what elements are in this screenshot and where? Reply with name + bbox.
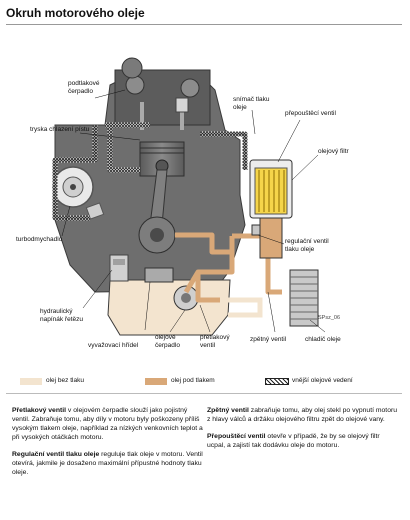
legend-swatch-external-line bbox=[265, 378, 289, 385]
label-chain-tensioner: hydraulický napínák řetězu bbox=[40, 308, 84, 323]
legend-swatch-pressurized bbox=[145, 378, 167, 385]
label-oil-cooler: chladič oleje bbox=[305, 336, 341, 343]
label-oil-filter: olejový filtr bbox=[318, 148, 349, 155]
paragraph-relief-valve: Přetlakový ventil v olejovém čerpadle sl… bbox=[12, 406, 204, 442]
label-oil-pressure-sensor: snímač tlaku oleje bbox=[233, 96, 270, 111]
label-figure-reference: SPsz_06 bbox=[318, 315, 341, 321]
desc-regulating-valve: reguluje tlak oleje v motoru. Ventil ote… bbox=[12, 451, 203, 476]
engine-oil-diagram: podtlakové čerpadlo snímač tlaku oleje p… bbox=[0, 30, 410, 370]
legend: olej bez tlaku olej pod tlakem vnější ol… bbox=[0, 375, 410, 389]
text-column-left: Přetlakový ventil v olejovém čerpadle sl… bbox=[12, 406, 204, 485]
label-pressure-regulating-valve: regulační ventil tlaku oleje bbox=[285, 238, 329, 253]
title-divider bbox=[6, 24, 402, 25]
legend-divider bbox=[6, 393, 402, 394]
desc-relief-valve: v olejovém čerpadle slouží jako pojistný… bbox=[12, 407, 203, 441]
label-piston-cooling-jet: tryska chlazení pístu bbox=[30, 126, 90, 133]
paragraph-bypass-valve: Přepouštěcí ventil otevře v případě, že … bbox=[207, 432, 399, 450]
legend-label-pressurized: olej pod tlakem bbox=[171, 377, 215, 384]
term-check-valve: Zpětný ventil bbox=[207, 407, 249, 414]
label-vacuum-pump: podtlakové čerpadlo bbox=[68, 80, 100, 95]
paragraph-regulating-valve: Regulační ventil tlaku oleje reguluje tl… bbox=[12, 450, 204, 477]
text-column-right: Zpětný ventil zabraňuje tomu, aby olej s… bbox=[207, 406, 399, 458]
desc-check-valve: zabraňuje tomu, aby olej stekl po vypnut… bbox=[207, 407, 398, 423]
label-check-valve: zpětný ventil bbox=[250, 336, 287, 343]
term-regulating-valve: Regulační ventil tlaku oleje bbox=[12, 451, 100, 458]
page-title: Okruh motorového oleje bbox=[6, 6, 145, 20]
engine-cutaway-illustration bbox=[52, 57, 326, 336]
term-relief-valve: Přetlakový ventil bbox=[12, 407, 67, 414]
label-bypass-valve: přepouštěcí ventil bbox=[285, 110, 336, 117]
label-pressure-relief-valve: přetlakový ventil bbox=[200, 334, 230, 349]
legend-label-external-line: vnější olejové vedení bbox=[292, 377, 353, 384]
legend-label-unpressurized: olej bez tlaku bbox=[46, 377, 84, 384]
desc-bypass-valve: otevře v případě, že by se olejový filtr… bbox=[207, 433, 380, 449]
label-oil-pump: olejové čerpadlo bbox=[155, 334, 180, 349]
legend-swatch-unpressurized bbox=[20, 378, 42, 385]
label-balance-shaft: vyvažovací hřídel bbox=[88, 342, 139, 349]
paragraph-check-valve: Zpětný ventil zabraňuje tomu, aby olej s… bbox=[207, 406, 399, 424]
term-bypass-valve: Přepouštěcí ventil bbox=[207, 433, 266, 440]
label-turbocharger: turbodmychadlo bbox=[16, 236, 63, 243]
